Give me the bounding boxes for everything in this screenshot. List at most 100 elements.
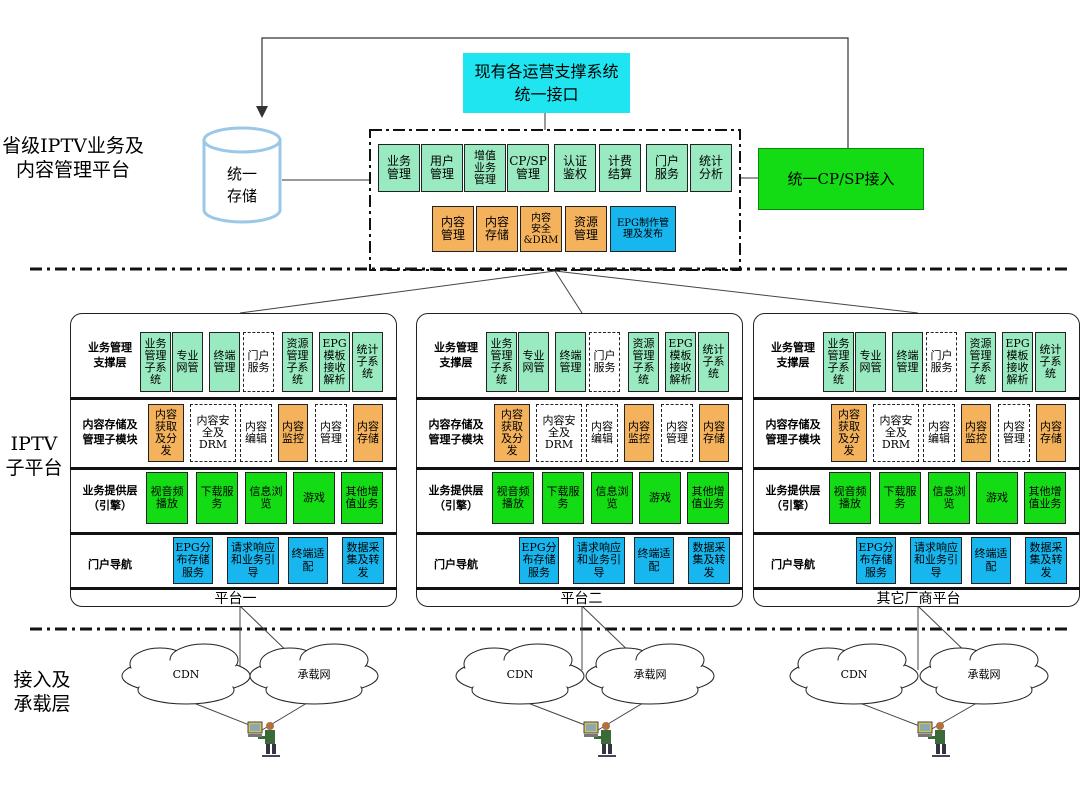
- cloud-cdn-3: [789, 643, 919, 705]
- support-module-1[interactable]: 专业 网管: [172, 332, 203, 392]
- title-line: 省级IPTV业务及: [2, 135, 144, 157]
- user-computer-icon: [583, 721, 616, 757]
- storage-module-4[interactable]: 内容 管理: [998, 404, 1030, 462]
- portal-module-0[interactable]: EPG分 布存储 服务: [856, 537, 896, 584]
- portal-module-1[interactable]: 请求响应 和业务引 导: [573, 537, 625, 584]
- support-module-6[interactable]: 统计 子系 统: [698, 332, 729, 392]
- support-module-2[interactable]: 终端 管理: [555, 332, 586, 392]
- engine-module-1[interactable]: 下载服 务: [879, 472, 921, 524]
- access-layer-title: 接入及 承载层: [2, 668, 82, 716]
- storage-module-1[interactable]: 内容安 全及 DRM: [873, 404, 919, 462]
- cp-sp-access-box[interactable]: 统一CP/SP接入: [758, 148, 924, 210]
- storage-module-4[interactable]: 内容 管理: [661, 404, 693, 462]
- support-module-4[interactable]: 资源 管理 子系 统: [282, 332, 313, 392]
- support-module-1[interactable]: 专业 网管: [855, 332, 886, 392]
- storage-module-5[interactable]: 内容 存储: [1036, 404, 1066, 462]
- cdn-label: CDN: [172, 667, 200, 681]
- engine-module-0[interactable]: 视音频 播放: [829, 472, 871, 524]
- engine-module-3[interactable]: 游戏: [293, 472, 335, 524]
- engine-module-4[interactable]: 其他增 值业务: [687, 472, 729, 524]
- portal-module-0[interactable]: EPG分 布存储 服务: [173, 537, 213, 584]
- engine-module-3[interactable]: 游戏: [976, 472, 1018, 524]
- storage-module-3[interactable]: 内容 监控: [278, 404, 308, 462]
- unified-storage-label: 统一 存储: [226, 164, 257, 206]
- support-interface-box[interactable]: 现有各运营支撑系统 统一接口: [463, 53, 630, 113]
- title-line: 承载层: [13, 693, 71, 715]
- province-module-2[interactable]: 增值 业务 管理: [464, 144, 506, 192]
- portal-module-1[interactable]: 请求响应 和业务引 导: [227, 537, 279, 584]
- province-content-module-0[interactable]: 内容 管理: [432, 206, 474, 252]
- cdn-label: CDN: [840, 667, 868, 681]
- cloud-carrier-1: [249, 643, 379, 705]
- storage-module-2[interactable]: 内容 编辑: [240, 404, 272, 462]
- support-module-6[interactable]: 统计 子系 统: [352, 332, 383, 392]
- row-divider: [416, 532, 743, 535]
- province-module-6[interactable]: 门户 服务: [646, 144, 688, 192]
- province-module-3[interactable]: CP/SP 管理: [507, 144, 549, 192]
- portal-module-3[interactable]: 数据采 集及转 发: [342, 537, 384, 584]
- carrier-network-label: 承载网: [633, 667, 667, 681]
- support-module-4[interactable]: 资源 管理 子系 统: [628, 332, 659, 392]
- province-content-module-2[interactable]: 内容 安全 &DRM: [520, 206, 562, 252]
- portal-module-0[interactable]: EPG分 布存储 服务: [519, 537, 559, 584]
- province-module-7[interactable]: 统计 分析: [690, 144, 732, 192]
- portal-module-2[interactable]: 终端适 配: [971, 537, 1011, 584]
- support-module-1[interactable]: 专业 网管: [518, 332, 549, 392]
- portal-module-1[interactable]: 请求响应 和业务引 导: [910, 537, 962, 584]
- storage-module-5[interactable]: 内容 存储: [699, 404, 729, 462]
- row-divider: [416, 587, 743, 590]
- support-module-5[interactable]: EPG 模板 接收 解析: [1002, 332, 1033, 392]
- engine-module-3[interactable]: 游戏: [639, 472, 681, 524]
- support-module-3[interactable]: 门户 服务: [589, 332, 620, 392]
- province-content-module-4[interactable]: EPG制作管 理及发布: [610, 206, 676, 252]
- engine-module-1[interactable]: 下载服 务: [196, 472, 238, 524]
- platform-caption: 其它厂商平台: [856, 592, 981, 606]
- support-module-3[interactable]: 门户 服务: [926, 332, 957, 392]
- support-module-2[interactable]: 终端 管理: [892, 332, 923, 392]
- support-module-5[interactable]: EPG 模板 接收 解析: [665, 332, 696, 392]
- row-divider: [753, 587, 1080, 590]
- storage-module-1[interactable]: 内容安 全及 DRM: [536, 404, 582, 462]
- province-module-0[interactable]: 业务 管理: [378, 144, 420, 192]
- support-module-5[interactable]: EPG 模板 接收 解析: [319, 332, 350, 392]
- support-module-2[interactable]: 终端 管理: [209, 332, 240, 392]
- support-module-4[interactable]: 资源 管理 子系 统: [965, 332, 996, 392]
- portal-module-3[interactable]: 数据采 集及转 发: [688, 537, 730, 584]
- row-divider: [416, 397, 743, 400]
- engine-module-0[interactable]: 视音频 播放: [146, 472, 188, 524]
- engine-module-0[interactable]: 视音频 播放: [492, 472, 534, 524]
- portal-module-2[interactable]: 终端适 配: [634, 537, 674, 584]
- storage-module-2[interactable]: 内容 编辑: [923, 404, 955, 462]
- support-module-6[interactable]: 统计 子系 统: [1035, 332, 1066, 392]
- engine-module-4[interactable]: 其他增 值业务: [1024, 472, 1066, 524]
- storage-module-0[interactable]: 内容 获取 及分 发: [494, 404, 530, 462]
- storage-module-5[interactable]: 内容 存储: [353, 404, 383, 462]
- storage-module-2[interactable]: 内容 编辑: [586, 404, 618, 462]
- province-module-1[interactable]: 用户 管理: [421, 144, 463, 192]
- row-divider: [753, 397, 1080, 400]
- province-content-module-3[interactable]: 资源 管理: [565, 206, 607, 252]
- storage-module-4[interactable]: 内容 管理: [315, 404, 347, 462]
- support-module-0[interactable]: 业务 管理 子系 统: [486, 332, 517, 392]
- engine-module-4[interactable]: 其他增 值业务: [341, 472, 383, 524]
- portal-module-2[interactable]: 终端适 配: [288, 537, 328, 584]
- support-module-0[interactable]: 业务 管理 子系 统: [140, 332, 171, 392]
- engine-module-2[interactable]: 信息浏 览: [245, 472, 287, 524]
- support-module-3[interactable]: 门户 服务: [243, 332, 274, 392]
- province-content-module-1[interactable]: 内容 存储: [476, 206, 518, 252]
- storage-module-0[interactable]: 内容 获取 及分 发: [148, 404, 184, 462]
- engine-module-1[interactable]: 下载服 务: [542, 472, 584, 524]
- storage-module-0[interactable]: 内容 获取 及分 发: [831, 404, 867, 462]
- storage-module-3[interactable]: 内容 监控: [961, 404, 991, 462]
- engine-module-2[interactable]: 信息浏 览: [928, 472, 970, 524]
- province-module-5[interactable]: 计费 结算: [599, 144, 641, 192]
- platform-row-label: 门户导航: [434, 557, 478, 571]
- support-module-0[interactable]: 业务 管理 子系 统: [823, 332, 854, 392]
- portal-module-3[interactable]: 数据采 集及转 发: [1025, 537, 1067, 584]
- engine-module-2[interactable]: 信息浏 览: [591, 472, 633, 524]
- storage-module-3[interactable]: 内容 监控: [624, 404, 654, 462]
- cloud-carrier-2: [585, 643, 715, 705]
- storage-module-1[interactable]: 内容安 全及 DRM: [190, 404, 236, 462]
- row-divider: [70, 532, 397, 535]
- province-module-4[interactable]: 认证 鉴权: [554, 144, 596, 192]
